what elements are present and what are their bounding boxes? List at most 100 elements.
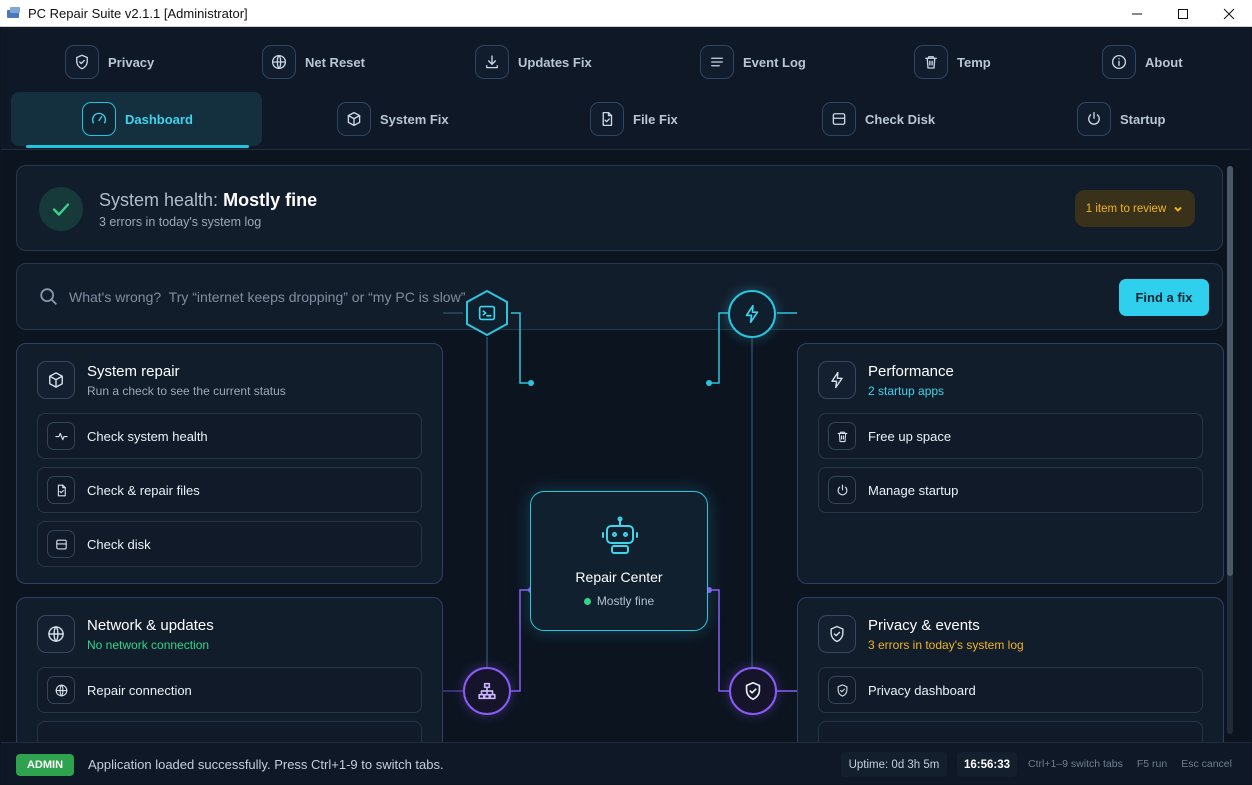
free-up-space-button[interactable]: Free up space [818,413,1203,459]
tab-event-log[interactable]: Event Log [700,41,806,83]
search-icon [38,286,60,308]
hint: Esc cancel [1181,758,1232,770]
manage-startup-button[interactable]: Manage startup [818,467,1203,513]
privacy-action-placeholder[interactable] [818,721,1203,742]
network-icon [478,682,496,700]
action-label: Manage startup [868,482,959,498]
disk-icon [47,530,75,558]
review-items-button[interactable]: 1 item to review [1075,190,1195,227]
action-label: Privacy dashboard [868,682,976,698]
shield-check-icon [745,681,761,701]
tab-about[interactable]: About [1102,41,1183,83]
action-label: Check disk [87,536,151,552]
network-updates-panel: Network & updates No network connection … [16,597,443,742]
close-button[interactable] [1206,0,1252,27]
privacy-events-panel: Privacy & events 3 errors in today's sys… [797,597,1224,742]
tab-label: Dashboard [125,111,193,127]
close-icon [1223,8,1235,19]
active-tab-indicator [26,145,249,148]
file-check-icon [47,476,75,504]
action-label: Free up space [868,428,952,444]
tab-label: Event Log [743,54,806,70]
panel-subtitle: 3 errors in today's system log [868,638,1024,652]
tab-startup[interactable]: Startup [1077,98,1166,140]
tab-label: Temp [957,54,991,70]
panel-subtitle: Run a check to see the current status [87,384,286,398]
hint: F5 run [1136,758,1168,770]
maximize-icon [1178,8,1188,19]
tab-privacy[interactable]: Privacy [65,41,154,83]
performance-node[interactable] [728,290,776,338]
power-icon [1077,102,1111,136]
hub-status: Mostly fine [531,594,707,608]
file-check-icon [590,102,624,136]
shield-check-icon [828,676,856,704]
panel-title: System repair [87,363,180,380]
network-node[interactable] [463,667,511,715]
panel-title: Network & updates [87,617,214,634]
search-input[interactable] [69,280,1109,314]
minimize-button[interactable] [1114,0,1160,27]
bolt-icon [818,361,856,399]
robot-icon [598,514,642,558]
tab-dashboard[interactable]: Dashboard [11,92,262,146]
status-message: Application loaded successfully. Press C… [88,757,444,772]
tab-label: About [1145,54,1183,70]
trash-icon [828,422,856,450]
lines-icon [700,45,734,79]
globe-icon [262,45,296,79]
pulse-icon [47,422,75,450]
tab-label: Check Disk [865,111,936,127]
gauge-icon [82,102,116,136]
tab-label: File Fix [633,111,678,127]
keyboard-hints: Ctrl+1–9 switch tabs F5 run Esc cancel [1028,758,1246,770]
action-label: Check system health [87,428,208,444]
tab-net-reset[interactable]: Net Reset [262,41,365,83]
tab-label: Net Reset [305,54,365,70]
search-bar: Find a fix [16,263,1223,330]
tab-label: Privacy [108,54,155,70]
privacy-dashboard-button[interactable]: Privacy dashboard [818,667,1203,713]
health-label: System health: [99,190,219,210]
minimize-icon [1132,13,1142,14]
check-system-health-button[interactable]: Check system health [37,413,422,459]
tab-label: System Fix [380,111,449,127]
panel-subtitle: 2 startup apps [868,384,945,398]
panel-title: Privacy & events [868,617,980,634]
privacy-node[interactable] [729,667,777,715]
tab-navigation: Privacy Net Reset Updates Fix Event Log … [1,27,1251,150]
check-repair-files-button[interactable]: Check & repair files [37,467,422,513]
hint: Ctrl+1–9 switch tabs [1028,758,1123,770]
repair-connection-button[interactable]: Repair connection [37,667,422,713]
action-label: Repair connection [87,682,192,698]
scrollbar-thumb[interactable] [1227,166,1233,576]
tab-temp[interactable]: Temp [914,41,991,83]
trash-icon [914,45,948,79]
cube-icon [337,102,371,136]
maximize-button[interactable] [1160,0,1206,27]
network-action-placeholder[interactable] [37,721,422,742]
globe-icon [37,615,75,653]
health-subtitle: 3 errors in today's system log [99,215,262,229]
tab-file-fix[interactable]: File Fix [590,98,678,140]
vertical-scrollbar[interactable] [1227,166,1233,734]
repair-center-hub[interactable]: Repair Center Mostly fine [530,491,708,631]
dashboard-content: System health: Mostly fine 3 errors in t… [1,150,1251,742]
disk-icon [822,102,856,136]
tab-check-disk[interactable]: Check Disk [822,98,935,140]
window-title: PC Repair Suite v2.1.1 [Administrator] [28,5,248,21]
power-icon [828,476,856,504]
find-fix-button[interactable]: Find a fix [1119,279,1209,316]
health-value: Mostly fine [223,190,318,210]
shield-check-icon [818,615,856,653]
tab-updates-fix[interactable]: Updates Fix [475,41,592,83]
info-icon [1102,45,1136,79]
hub-title: Repair Center [575,569,663,585]
terminal-node[interactable] [463,289,511,337]
tab-label: Updates Fix [518,54,592,70]
shield-check-icon [65,45,99,79]
tab-system-fix[interactable]: System Fix [337,98,449,140]
panel-title: Performance [868,363,954,380]
check-disk-button[interactable]: Check disk [37,521,422,567]
cube-icon [37,361,75,399]
